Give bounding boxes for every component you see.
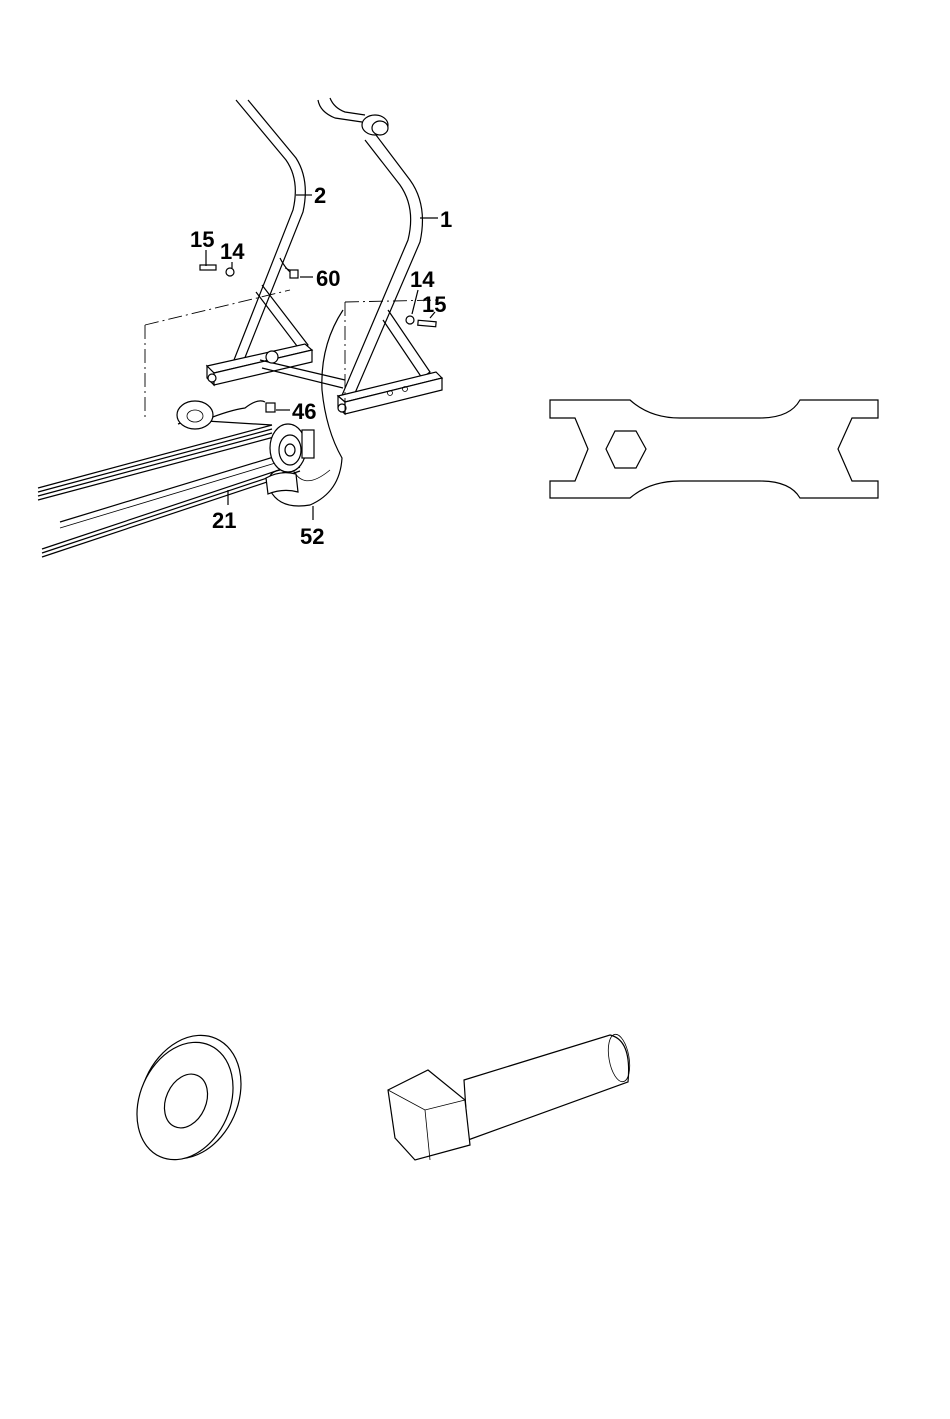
label-part-21: 21: [212, 508, 236, 533]
label-part-15-right: 15: [422, 292, 446, 317]
label-part-52: 52: [300, 524, 324, 549]
bolt-left: [200, 265, 216, 270]
washer-left: [226, 268, 234, 276]
label-part-1: 1: [440, 207, 452, 232]
washer-drawing: [119, 1019, 260, 1175]
cable-upper: [280, 258, 298, 278]
bolt-drawing: [388, 1033, 633, 1160]
base-frame-left: [207, 344, 312, 385]
front-roller: [266, 424, 314, 494]
label-part-14-right: 14: [410, 267, 435, 292]
washer-right: [406, 316, 414, 324]
cable-lower: [205, 401, 275, 420]
label-part-2: 2: [314, 183, 326, 208]
label-part-46: 46: [292, 399, 316, 424]
base-frame-right: [338, 372, 442, 414]
treadmill-assembly-drawing: 2 1 15 14 60 14 15 46 21 52: [38, 98, 452, 557]
label-part-14-left: 14: [220, 239, 245, 264]
bolt-right: [418, 320, 436, 327]
left-upright: [232, 100, 308, 365]
label-part-60: 60: [316, 266, 340, 291]
handle-grip: [318, 98, 388, 135]
wrench-drawing: [550, 400, 878, 498]
treadmill-deck: [38, 420, 300, 557]
label-part-15-left: 15: [190, 227, 214, 252]
rear-roller: [177, 401, 213, 429]
